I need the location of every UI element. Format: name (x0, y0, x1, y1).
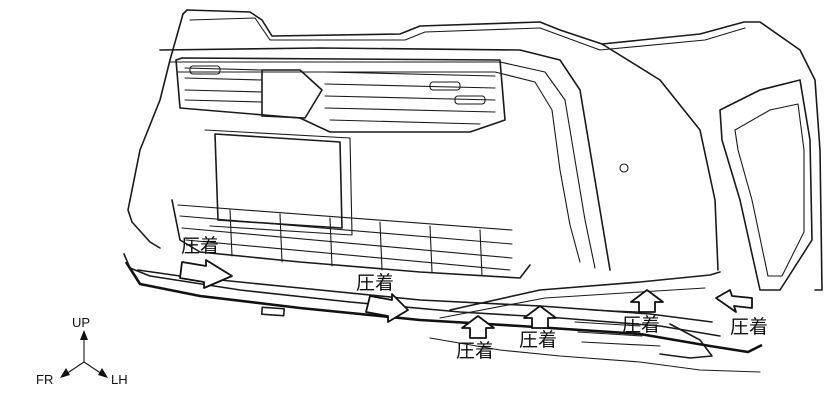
orientation-axes: UP FR LH (36, 315, 128, 387)
upper-grille (175, 57, 506, 133)
hood-outline (129, 9, 823, 291)
press-arrow-5 (630, 289, 664, 313)
press-label-4: 圧着 (519, 329, 557, 351)
axis-up-label: UP (72, 315, 90, 330)
axis-front-label: FR (36, 372, 53, 387)
press-arrow-3 (461, 315, 495, 339)
press-label-2: 圧着 (356, 272, 394, 294)
press-label-5: 圧着 (622, 314, 660, 336)
press-arrow-4 (523, 305, 557, 329)
axis-lh-label: LH (111, 372, 128, 387)
bumper-body (127, 43, 813, 291)
press-arrow-2 (365, 293, 409, 323)
press-label-3: 圧着 (456, 340, 494, 362)
press-label-6: 圧着 (730, 316, 768, 338)
lower-grille (171, 199, 531, 279)
press-label-1: 圧着 (181, 235, 219, 257)
press-arrow-1 (179, 259, 233, 289)
press-arrow-6 (715, 289, 753, 313)
